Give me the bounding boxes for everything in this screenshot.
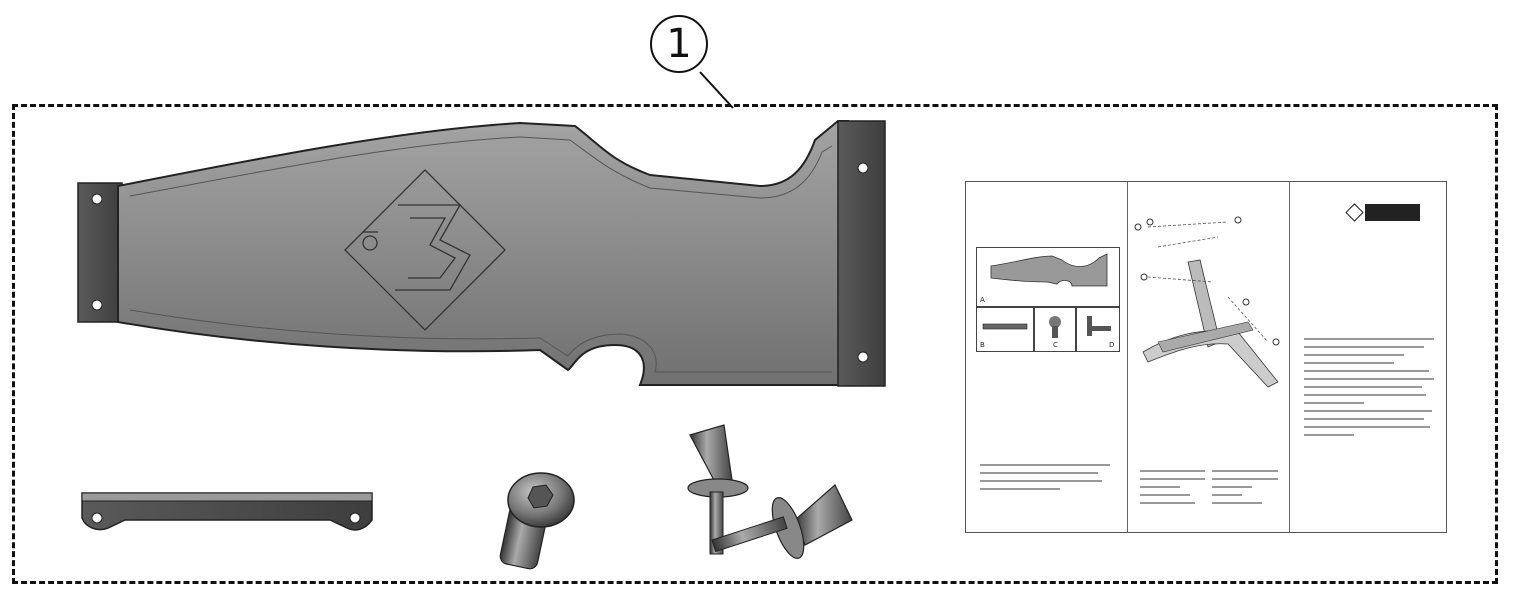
instruction-panel-parts: A B C D [966,182,1128,532]
kit-boundary-frame [12,104,1498,584]
part-c-thumbnail [1049,316,1061,338]
expansion-rivets [687,424,853,559]
fender-plate [77,120,886,387]
part-d-thumbnail [1087,316,1111,336]
diagram-notes-right [1212,464,1278,510]
plate-left-tab [77,182,123,323]
part-box-c: C [1034,307,1076,352]
part-b-thumbnail [982,323,1028,330]
mounting-bracket [81,492,373,531]
mount-hole [91,193,103,205]
brand-logo-icon [1345,203,1364,222]
bracket-hole [91,512,103,524]
part-label-b: B [980,341,985,349]
bracket-hole [349,512,361,524]
hex-socket [527,484,554,509]
callout-number: 1 [650,15,708,73]
embossed-logo [344,169,506,331]
callout-number-label: 1 [666,21,692,67]
installation-drawing [1134,216,1280,388]
instruction-panel-steps [1290,182,1448,532]
part-box-a: A [976,247,1120,307]
mount-hole [91,299,103,311]
part-box-b: B [976,307,1034,352]
mount-hole [857,162,869,174]
mount-hole [857,351,869,363]
instruction-panel-diagram [1128,182,1290,532]
part-box-d: D [1076,307,1120,352]
plate-right-tab [837,120,886,387]
part-label-d: D [1109,341,1115,349]
brand-logo [1365,204,1420,221]
button-head-bolt [499,472,575,570]
part-label-a: A [980,296,985,304]
parts-list-text [980,458,1115,496]
part-label-c: C [1053,341,1058,349]
part-a-thumbnail [990,253,1108,287]
diagram-notes-left [1140,464,1205,510]
instruction-sheet: A B C D [965,181,1447,533]
installation-steps-text [1304,332,1434,442]
